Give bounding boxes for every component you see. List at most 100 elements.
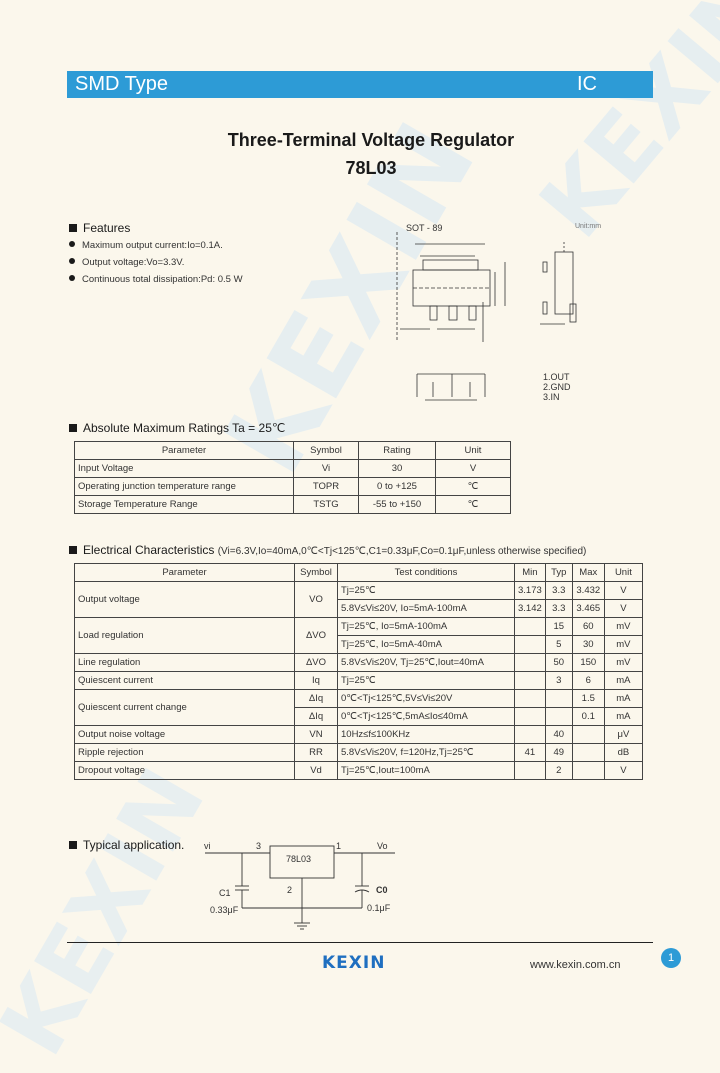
table-cell: mV	[603, 653, 644, 672]
table-row: Output noise voltage VN 10Hz≤f≤100KHz 40…	[74, 725, 644, 744]
table-cell: 0 to +125	[358, 477, 436, 496]
table-cell	[544, 689, 573, 708]
table-cell	[571, 761, 605, 780]
table-cell: Quiescent current	[74, 671, 295, 690]
table-cell: 5.8V≤Vi≤20V, Tj=25℃,Iout=40mA	[337, 653, 515, 672]
table-cell: Output noise voltage	[74, 725, 295, 744]
table-cell: 41	[514, 743, 546, 762]
table-row: Operating junction temperature range TOP…	[74, 477, 511, 496]
table-cell: Operating junction temperature range	[74, 477, 294, 496]
table-cell	[571, 725, 605, 744]
table-header: Min	[514, 563, 546, 582]
table-cell: Load regulation	[74, 617, 295, 654]
square-bullet-icon	[69, 424, 77, 432]
table-cell: 2	[544, 761, 573, 780]
table-cell: mA	[603, 671, 644, 690]
table-row: Quiescent current Iq Tj=25℃ 3 6 mA	[74, 671, 644, 690]
table-cell: μV	[603, 725, 644, 744]
table-cell	[514, 761, 546, 780]
table-cell: Vd	[294, 761, 338, 780]
table-cell: 49	[544, 743, 573, 762]
dot-bullet-icon	[69, 275, 75, 281]
table-row: Input Voltage Vi 30 V	[74, 459, 511, 478]
table-row: Dropout voltage Vd Tj=25℃,Iout=100mA 2 V	[74, 761, 644, 780]
table-header: Max	[571, 563, 605, 582]
table-cell: ℃	[435, 495, 511, 514]
table-cell: Dropout voltage	[74, 761, 295, 780]
package-unit: Unit:mm	[575, 223, 602, 230]
table-cell	[514, 635, 546, 654]
table-cell: ΔVO	[294, 617, 338, 654]
table-row: Line regulation ΔVO 5.8V≤Vi≤20V, Tj=25℃,…	[74, 653, 644, 672]
electrical-heading: Electrical Characteristics (Vi=6.3V,Io=4…	[69, 543, 586, 557]
dot-bullet-icon	[69, 241, 75, 247]
table-cell: -55 to +150	[358, 495, 436, 514]
table-cell: ΔVO	[294, 653, 338, 672]
table-cell	[514, 653, 546, 672]
header-bar: SMD Type IC	[67, 71, 653, 98]
package-outline-diagram	[396, 232, 577, 401]
table-cell: 5	[544, 635, 573, 654]
table-cell: 0.1	[571, 707, 605, 726]
table-cell: ℃	[435, 477, 511, 496]
part-number: 78L03	[345, 158, 397, 178]
table-cell: 30	[571, 635, 605, 654]
table-cell: dB	[603, 743, 644, 762]
table-cell: 1.5	[571, 689, 605, 708]
table-cell	[571, 743, 605, 762]
abs-max-heading: Absolute Maximum Ratings Ta = 25℃	[69, 421, 285, 435]
pin-gnd-label: 2	[287, 885, 293, 895]
table-cell: Line regulation	[74, 653, 295, 672]
table-cell: 3.465	[571, 599, 605, 618]
table-header-row: Parameter Symbol Rating Unit	[74, 441, 511, 460]
table-header: Parameter	[74, 563, 295, 582]
table-cell: Tj=25℃	[337, 581, 515, 600]
vi-label: vi	[204, 841, 211, 851]
footer-url[interactable]: www.kexin.com.cn	[530, 959, 621, 971]
table-header: Parameter	[74, 441, 294, 460]
table-cell: RR	[294, 743, 338, 762]
table-cell: 10Hz≤f≤100KHz	[337, 725, 515, 744]
vo-label: Vo	[377, 841, 388, 851]
c0-label: C0	[376, 885, 388, 895]
table-cell	[514, 689, 546, 708]
dot-bullet-icon	[69, 258, 75, 264]
table-cell: 3.142	[514, 599, 546, 618]
table-row: Storage Temperature Range TSTG -55 to +1…	[74, 495, 511, 514]
table-cell: Input Voltage	[74, 459, 294, 478]
table-cell: V	[603, 599, 644, 618]
pin-in-label: 3	[256, 841, 262, 851]
table-cell: V	[435, 459, 511, 478]
table-header: Unit	[603, 563, 644, 582]
table-cell: Tj=25℃, Io=5mA-40mA	[337, 635, 515, 654]
table-row: Ripple rejection RR 5.8V≤Vi≤20V, f=120Hz…	[74, 743, 644, 762]
application-heading: Typical application.	[69, 838, 184, 852]
pin-out-label: 1	[336, 841, 342, 851]
header-type: SMD Type	[75, 73, 168, 95]
c1-label: C1	[219, 888, 231, 898]
square-bullet-icon	[69, 224, 77, 232]
table-cell: 40	[544, 725, 573, 744]
table-cell: TSTG	[293, 495, 359, 514]
table-cell: V	[603, 761, 644, 780]
table-cell: 5.8V≤Vi≤20V, f=120Hz,Tj=25℃	[337, 743, 515, 762]
table-cell: mV	[603, 635, 644, 654]
pin-label: 2.GND	[543, 382, 571, 392]
table-header: Rating	[358, 441, 436, 460]
electrical-table: Parameter Symbol Test conditions Min Typ…	[74, 563, 644, 780]
table-row: Load regulation ΔVO Tj=25℃, Io=5mA-100mA…	[74, 617, 644, 654]
table-cell	[514, 707, 546, 726]
table-cell: Vi	[293, 459, 359, 478]
ic-label: 78L03	[286, 854, 312, 864]
table-cell: Iq	[294, 671, 338, 690]
table-header: Symbol	[294, 563, 338, 582]
features-heading: Features	[69, 221, 130, 235]
table-cell: 3.3	[544, 599, 573, 618]
footer-divider	[67, 942, 653, 943]
table-cell: 3.173	[514, 581, 546, 600]
table-cell: mA	[603, 689, 644, 708]
watermark: KEXIN	[0, 752, 226, 1073]
table-header: Unit	[435, 441, 511, 460]
package-name: SOT - 89	[406, 223, 443, 233]
table-header: Test conditions	[337, 563, 515, 582]
